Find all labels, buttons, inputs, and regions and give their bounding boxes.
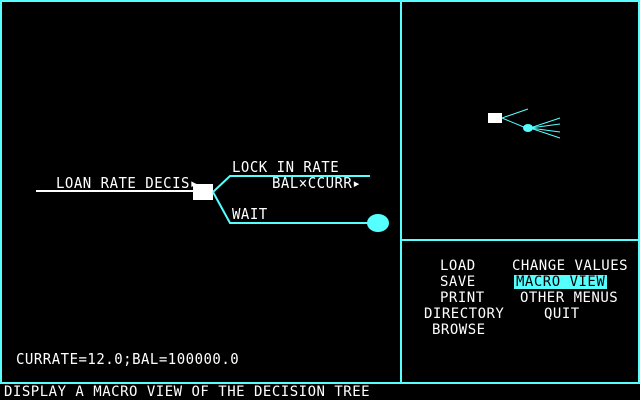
menu-other-menus[interactable]: OTHER MENUS bbox=[520, 290, 619, 306]
decision-node[interactable] bbox=[193, 184, 213, 200]
variables-readout: CURRATE=12.0;BAL=100000.0 bbox=[16, 351, 240, 369]
macro-tree-canvas bbox=[488, 108, 561, 139]
menu-print[interactable]: PRINT bbox=[440, 290, 485, 306]
decision-tree-panel: LOAN RATE DECIS▸ LOCK IN RATE BAL×CCURR▸… bbox=[0, 0, 402, 384]
menu-load[interactable]: LOAD bbox=[440, 258, 476, 274]
macro-view-panel bbox=[400, 0, 640, 241]
lock-in-rate-label[interactable]: LOCK IN RATE bbox=[232, 159, 340, 177]
menu-macro-view[interactable]: MACRO VIEW bbox=[514, 274, 608, 290]
macro-chance-node bbox=[523, 124, 533, 132]
command-menu-panel: LOAD SAVE PRINT DIRECTORY BROWSE CHANGE … bbox=[400, 239, 640, 384]
macro-decision-node bbox=[488, 113, 502, 123]
chance-node[interactable] bbox=[367, 214, 389, 232]
root-node-label[interactable]: LOAN RATE DECIS▸ bbox=[56, 175, 199, 193]
menu-directory[interactable]: DIRECTORY bbox=[424, 306, 505, 322]
macro-branch-line bbox=[501, 108, 529, 119]
menu-browse[interactable]: BROWSE bbox=[432, 322, 486, 338]
menu-change-values[interactable]: CHANGE VALUES bbox=[512, 258, 629, 274]
menu-quit[interactable]: QUIT bbox=[544, 306, 580, 322]
decision-tree-canvas bbox=[36, 175, 389, 232]
macro-branch-line bbox=[501, 117, 527, 129]
lock-branch-line bbox=[212, 175, 370, 193]
status-line: DISPLAY A MACRO VIEW OF THE DECISION TRE… bbox=[4, 384, 371, 400]
macro-leaf-line bbox=[529, 127, 561, 133]
wait-branch-line bbox=[212, 191, 372, 224]
lock-in-rate-value[interactable]: BAL×CCURR▸ bbox=[272, 175, 362, 193]
menu-save[interactable]: SAVE bbox=[440, 274, 476, 290]
macro-leaf-line bbox=[529, 127, 561, 139]
wait-label[interactable]: WAIT bbox=[232, 206, 268, 224]
macro-leaf-line bbox=[529, 117, 561, 129]
macro-leaf-line bbox=[529, 123, 561, 129]
